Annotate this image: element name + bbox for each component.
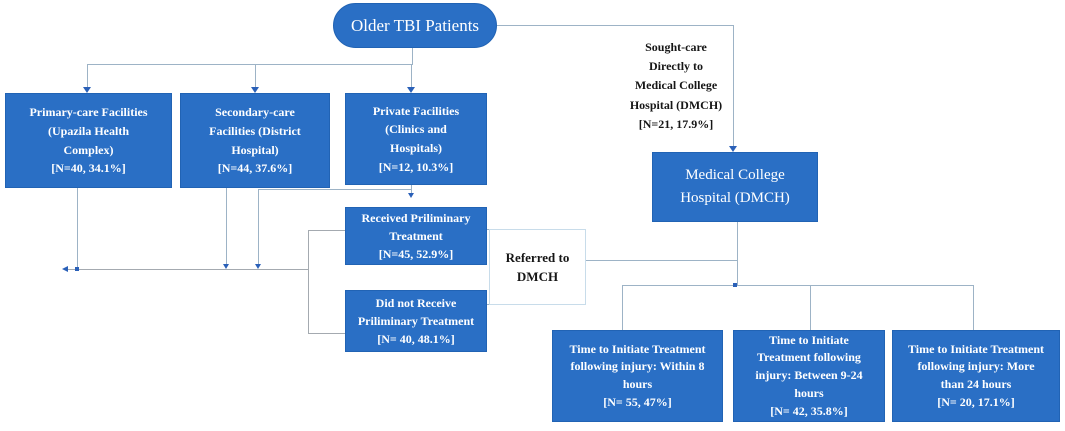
arrowhead-secondary [251, 87, 259, 93]
connector-bracket-top [308, 230, 345, 231]
connector-drop-time3 [973, 285, 974, 330]
connector-drop-private [411, 64, 412, 88]
note-label: Referred to DMCH [505, 249, 570, 285]
connector-top-tree [87, 64, 413, 65]
node-primary-care-facilities: Primary-care Facilities (Upazila Health … [5, 93, 172, 188]
arrowhead-secondary-join [223, 264, 229, 269]
node-label: Did not Receive Priliminary Treatment [N… [357, 296, 475, 346]
node-label: Secondary-care Facilities (District Hosp… [209, 105, 301, 176]
arrowhead-primary [83, 87, 91, 93]
junction-dot-primary [75, 267, 79, 271]
arrowhead-private [407, 87, 415, 93]
connector-referred-out [586, 260, 737, 261]
connector-bracket-bottom [308, 333, 345, 334]
note-referred-to-dmch: Referred to DMCH [489, 229, 586, 305]
connector-x258-down [258, 189, 259, 264]
node-secondary-care-facilities: Secondary-care Facilities (District Hosp… [180, 93, 330, 188]
connector-notreceived-bridge [485, 304, 490, 305]
connector-dmch-down [737, 222, 738, 285]
arrowhead-dmch [729, 146, 737, 152]
node-label: Time to Initiate Treatment following inj… [569, 341, 706, 409]
node-time-within-8-hours: Time to Initiate Treatment following inj… [552, 330, 723, 422]
connector-root-stem [412, 48, 413, 65]
node-medical-college-hospital: Medical College Hospital (DMCH) [652, 152, 818, 222]
connector-drop-secondary [255, 64, 256, 88]
connector-drop-time1 [622, 285, 623, 330]
arrowhead-collector-left [62, 266, 68, 272]
arrowhead-private-join [408, 193, 414, 198]
connector-direct-v [733, 25, 734, 146]
node-label: Medical College Hospital (DMCH) [680, 166, 790, 206]
node-time-between-9-24-hours: Time to Initiate Treatment following inj… [733, 330, 885, 422]
node-label: Primary-care Facilities (Upazila Health … [29, 105, 148, 176]
node-received-preliminary-treatment: Received Priliminary Treatment [N=45, 52… [345, 207, 487, 265]
node-label: Older TBI Patients [350, 15, 480, 35]
node-label: Received Priliminary Treatment [N=45, 52… [361, 211, 471, 261]
connector-drop-primary [87, 64, 88, 88]
node-did-not-receive-preliminary-treatment: Did not Receive Priliminary Treatment [N… [345, 290, 487, 352]
node-time-more-than-24-hours: Time to Initiate Treatment following inj… [892, 330, 1060, 422]
connector-collector-h [68, 269, 308, 270]
junction-dot-distributor [733, 283, 737, 287]
connector-direct-h [497, 25, 733, 26]
node-label: Private Facilities (Clinics and Hospital… [372, 103, 460, 174]
connector-private-stub [411, 185, 412, 193]
connector-primary-down [77, 188, 78, 269]
connector-private-h [258, 189, 411, 190]
arrowhead-x258-join [255, 264, 261, 269]
connector-distributor [622, 285, 973, 286]
node-older-tbi-patients: Older TBI Patients [333, 3, 497, 48]
connector-bracket-v [308, 230, 309, 334]
node-private-facilities: Private Facilities (Clinics and Hospital… [345, 93, 487, 185]
connector-drop-time2 [810, 285, 811, 330]
note-sought-care-directly: Sought-care Directly to Medical College … [629, 40, 723, 131]
connector-secondary-down [226, 188, 227, 265]
node-label: Time to Initiate Treatment following inj… [907, 341, 1045, 409]
node-label: Time to Initiate Treatment following inj… [755, 332, 863, 418]
connector-received-bridge [485, 229, 490, 230]
